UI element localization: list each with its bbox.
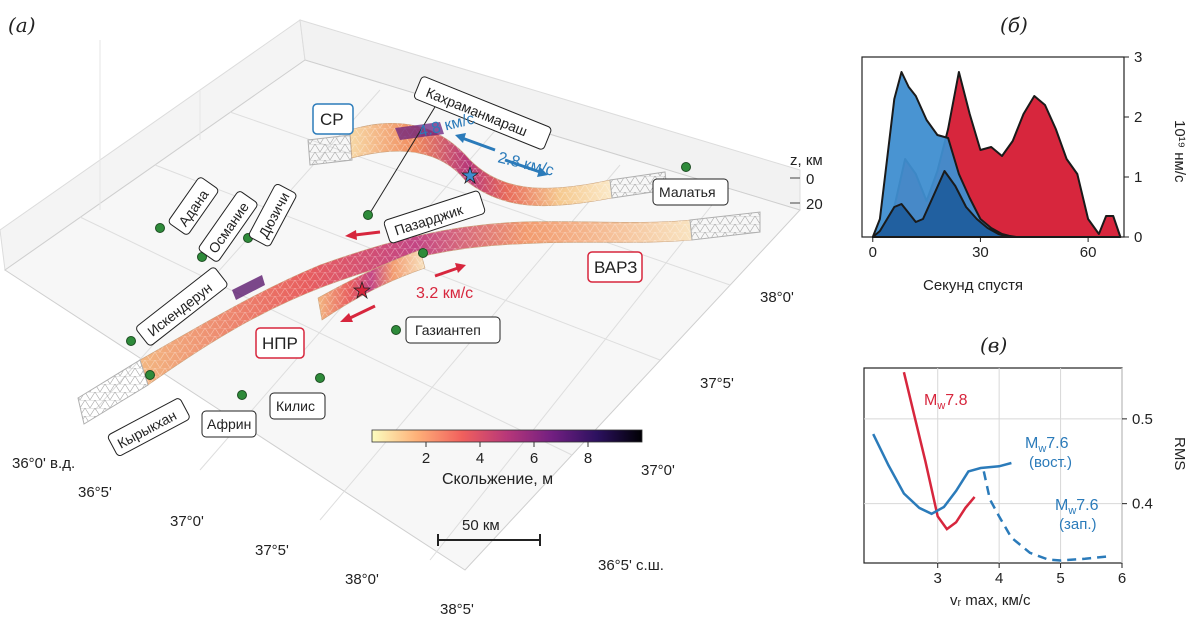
mesh-varz-west xyxy=(77,359,149,425)
series-label-0: Mw7.8 xyxy=(924,392,968,412)
panel-c-label: (в) xyxy=(980,333,1007,357)
series-label-2-line2: (зап.) xyxy=(1059,516,1097,533)
colorbar-tick-label: 4 xyxy=(476,450,484,467)
leader-line xyxy=(369,101,439,214)
z-tick-0: 0 xyxy=(806,171,814,188)
lon-ticks: 36°0' в.д. 36°5' 37°0' 37°5' 38°0' 38°5' xyxy=(12,455,474,618)
lon-tick-5: 38°5' xyxy=(440,601,474,618)
y-tick-label: 0 xyxy=(1134,229,1142,246)
lat-tick-2: 37°0' xyxy=(641,462,675,479)
x-tick-label: 4 xyxy=(995,570,1003,587)
plot-frame xyxy=(863,367,1123,564)
line-series-1 xyxy=(872,433,1012,516)
city-gaziantep: Газиантеп xyxy=(415,322,481,338)
city-malatya: Малатья xyxy=(659,184,716,200)
series-label-1: Mw7.6 xyxy=(1025,435,1069,455)
colorbar-label: Скольжение, м xyxy=(442,471,553,488)
mesh-varz-east xyxy=(689,211,761,241)
mesh-dark-patch xyxy=(232,275,265,300)
fault-surfaces xyxy=(77,122,761,425)
lat-tick-3: 36°5' с.ш. xyxy=(598,557,664,574)
city-kilis: Килис xyxy=(276,398,315,414)
colorbar-tick-label: 2 xyxy=(422,450,430,467)
fault-label-npr: НПР xyxy=(262,334,298,353)
panel-a-label: (а) xyxy=(8,13,36,37)
chart-c-xlabel: vᵣ max, км/с xyxy=(950,592,1031,609)
y-tick-label: 0.5 xyxy=(1132,411,1153,428)
y-tick-label: 0.4 xyxy=(1132,496,1153,513)
panel-b-label: (б) xyxy=(1000,13,1028,37)
lat-ticks: 38°0' 37°5' 37°0' 36°5' с.ш. xyxy=(598,289,794,574)
x-tick-label: 6 xyxy=(1118,570,1126,587)
y-tick-label: 1 xyxy=(1134,169,1142,186)
lon-tick-2: 37°0' xyxy=(170,513,204,530)
colorbar-ticks: 2 4 6 8 xyxy=(422,442,592,467)
x-tick-label: 30 xyxy=(972,244,989,261)
series-label-1-line2: (вост.) xyxy=(1029,454,1072,471)
fault-npr-mesh xyxy=(318,250,425,320)
series-label-2: Mw7.6 xyxy=(1055,497,1099,517)
colorbar xyxy=(371,429,643,443)
speed-label-red: 3.2 км/с xyxy=(416,285,473,302)
line-series-0 xyxy=(902,371,976,531)
lon-tick-3: 37°5' xyxy=(255,542,289,559)
lon-tick-1: 36°5' xyxy=(78,484,112,501)
fault-label-cr: СР xyxy=(320,110,344,129)
stations xyxy=(126,162,691,400)
lon-tick-4: 38°0' xyxy=(345,571,379,588)
chart-b-xlabel: Секунд спустя xyxy=(923,277,1023,294)
map-panel: (а) xyxy=(0,13,823,618)
area-series-1 xyxy=(871,71,1018,238)
chart-b-ylabel: 10¹⁹ нм/с xyxy=(1171,120,1188,183)
x-tick-label: 5 xyxy=(1056,570,1064,587)
mesh-cr-west xyxy=(307,134,353,166)
fault-cr-mesh xyxy=(350,123,612,206)
y-tick-label: 3 xyxy=(1134,49,1142,66)
city-afrin: Африн xyxy=(207,416,251,432)
epicenter-star-red xyxy=(352,280,372,300)
lon-tick-0: 36°0' в.д. xyxy=(12,455,75,472)
z-axis-label: z, км xyxy=(790,152,823,169)
lat-tick-0: 38°0' xyxy=(760,289,794,306)
z-tick-20: 20 xyxy=(806,196,823,213)
area-series-2 xyxy=(871,170,1011,238)
x-tick-label: 60 xyxy=(1080,244,1097,261)
epicenter-star-blue xyxy=(460,165,480,185)
scalebar-label: 50 км xyxy=(462,517,500,534)
y-tick-label: 2 xyxy=(1134,109,1142,126)
colorbar-tick-label: 8 xyxy=(584,450,592,467)
mesh-dark-patch-2 xyxy=(395,122,444,140)
fault-label-varz: ВАРЗ xyxy=(594,258,637,277)
rupture-arrows xyxy=(340,133,548,322)
x-tick-label: 3 xyxy=(934,570,942,587)
x-tick-label: 0 xyxy=(869,244,877,261)
chart-c-ylabel: RMS xyxy=(1171,437,1188,470)
moment-rate-chart: 0 30 60 0 1 2 3 xyxy=(861,49,1142,261)
colorbar-tick-label: 6 xyxy=(530,450,538,467)
lat-tick-1: 37°5' xyxy=(700,375,734,392)
line-series-2 xyxy=(982,471,1110,562)
